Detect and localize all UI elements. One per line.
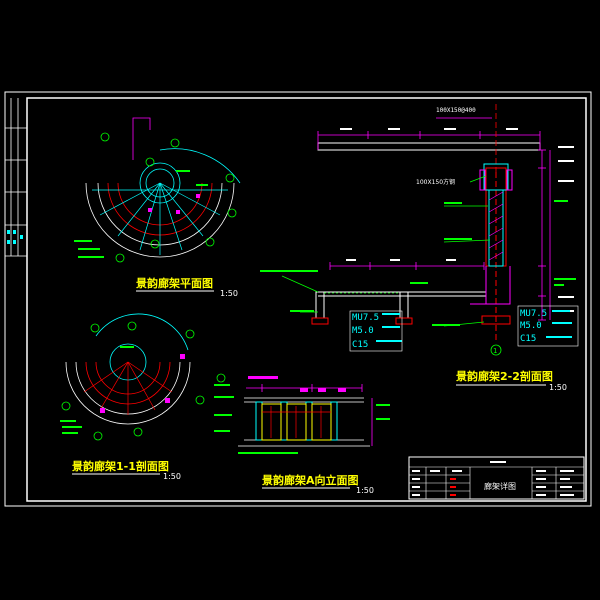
mat2-c: C15: [520, 334, 536, 344]
elevation-frames: [261, 403, 332, 441]
section11-posts: [100, 354, 185, 413]
elevation-columns: [255, 401, 338, 441]
mat1-b: M5.0: [352, 326, 374, 336]
section-1-1-view: 景韵廊架1-1剖面图 1:50: [60, 313, 226, 481]
section22-beam-label: 100X150方钢: [416, 178, 455, 186]
section22-top-dim: 100X150@400: [436, 107, 476, 114]
section22-scale: 1:50: [549, 383, 567, 392]
section11-labels: [60, 346, 134, 434]
plan-top-dim: [132, 117, 151, 130]
plan-title: 景韵廊架平面图: [135, 276, 213, 290]
elevation-dims: [246, 384, 373, 446]
title-block-drawing-name: 廊架详图: [484, 481, 516, 491]
mat1-c: C15: [352, 340, 368, 350]
plan-top-arc: [159, 148, 241, 184]
material-note-right: MU7.5 M5.0 C15: [517, 305, 579, 347]
binding-strip: [5, 98, 27, 257]
section22-right-dims: [538, 149, 551, 321]
plan-posts: [148, 194, 200, 214]
section11-callouts: [61, 321, 226, 441]
section22-column-hatch: [488, 191, 504, 261]
binding-strip-marks: [7, 230, 23, 244]
plan-labels: [74, 170, 208, 258]
section-2-2-view: 100X150@400: [260, 104, 579, 392]
axis-label: 1: [493, 347, 497, 355]
section22-title: 景韵廊架2-2剖面图: [455, 369, 553, 383]
plan-view: 景韵廊架平面图 1:50: [74, 117, 241, 298]
section22-bench: [315, 291, 486, 319]
elevation-title: 景韵廊架A向立面图: [261, 473, 359, 487]
sheet-frame: [4, 91, 592, 507]
title-block: 廊架详图: [408, 456, 585, 500]
elevation-top-blocks: [248, 376, 346, 392]
elevation-labels: [214, 384, 390, 454]
section11-spokes: [83, 361, 173, 415]
elevation-scale: 1:50: [356, 486, 374, 495]
section11-scale: 1:50: [163, 472, 181, 481]
mat2-a: MU7.5: [520, 309, 547, 319]
section22-leaders: [281, 175, 491, 327]
mat2-b: M5.0: [520, 321, 542, 331]
section22-canopy-beam: [317, 142, 541, 151]
plan-spokes: [99, 182, 221, 255]
section11-top-arc: [95, 313, 189, 351]
mat1-a: MU7.5: [352, 313, 379, 323]
section11-title: 景韵廊架1-1剖面图: [71, 459, 169, 473]
material-note-left: MU7.5 M5.0 C15: [349, 310, 403, 352]
elevation-inner-lines: [262, 406, 331, 438]
plan-outer-arc-2: [85, 182, 235, 258]
plan-scale: 1:50: [220, 289, 238, 298]
section22-footings: [311, 315, 511, 325]
axis-bubble: [490, 344, 502, 356]
elevation-a-view: 景韵廊架A向立面图 1:50: [214, 376, 390, 495]
plan-callouts: [100, 132, 237, 263]
